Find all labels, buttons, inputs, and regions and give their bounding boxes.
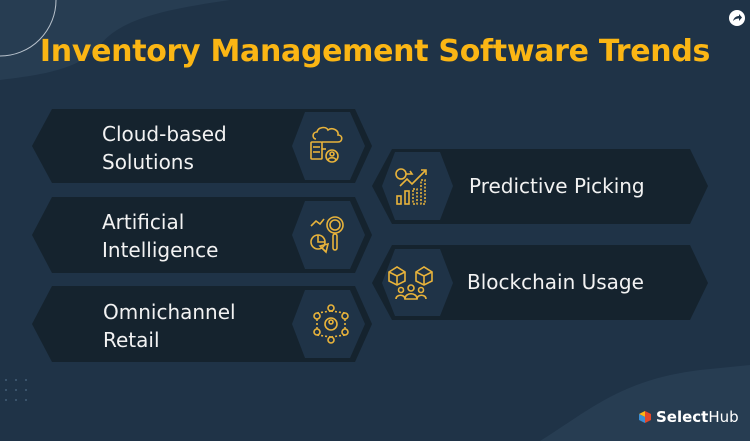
trend-label-artificial-intelligence: Artificial Intelligence <box>102 210 219 262</box>
selecthub-logo: SelectHub <box>638 408 739 426</box>
brand-name-regular: Hub <box>708 408 739 426</box>
trend-label-cloud-based: Cloud-based Solutions <box>102 122 227 174</box>
trend-label-blockchain: Blockchain Usage <box>467 270 644 294</box>
card-blockchain <box>372 245 708 320</box>
dot-grid-decoration <box>4 378 28 402</box>
card-artificial-intelligence <box>32 197 372 273</box>
page-title: Inventory Management Software Trends <box>39 34 711 69</box>
trend-label-predictive-picking: Predictive Picking <box>469 174 645 198</box>
selecthub-cube-icon <box>639 411 651 423</box>
trend-label-omnichannel: Omnichannel Retail <box>103 300 236 352</box>
analytics-magnifier-icon <box>308 214 352 261</box>
network-user-icon <box>310 303 352 350</box>
blockchain-people-icon <box>386 264 436 307</box>
card-omnichannel <box>32 286 372 362</box>
cloud-server-user-icon <box>308 125 352 172</box>
brand-name-bold: Select <box>656 408 709 426</box>
share-icon[interactable] <box>729 10 745 26</box>
card-cloud-based <box>32 109 372 183</box>
card-predictive-picking <box>372 149 708 224</box>
growth-chart-icon <box>394 166 436 211</box>
